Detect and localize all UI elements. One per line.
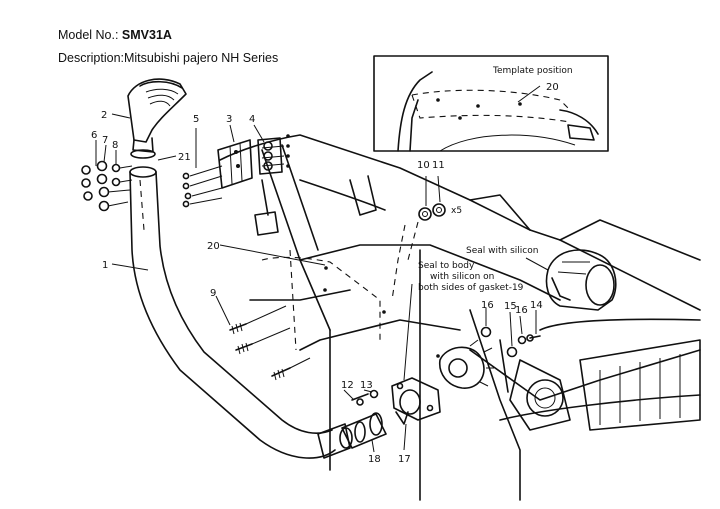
leader-lines xyxy=(95,113,537,453)
template-outline xyxy=(261,224,440,358)
part-label-3: 3 xyxy=(226,114,232,125)
flange-gasket xyxy=(391,339,509,425)
notes: Seal with silicon Seal to body with sili… xyxy=(418,206,538,293)
part-label-7: 7 xyxy=(102,135,108,146)
inset-template-box: Template position 20 xyxy=(373,55,609,152)
part-label-11: 11 xyxy=(432,160,445,171)
note-seal-body-3: both sides of gasket-19 xyxy=(418,283,524,293)
inset-part-label: 20 xyxy=(546,82,559,93)
description-line: Description:Mitsubishi pajero NH Series xyxy=(58,51,279,65)
model-value: SMV31A xyxy=(121,28,172,42)
studs-part-9 xyxy=(229,305,311,381)
air-ram xyxy=(525,249,617,311)
part-label-2: 2 xyxy=(101,110,107,121)
snorkel-body xyxy=(129,171,351,459)
fasteners-10-11 xyxy=(407,203,446,261)
model-number: Model No.: SMV31A xyxy=(58,28,172,42)
part-label-16b: 16 xyxy=(515,305,528,316)
part-label-17: 17 xyxy=(398,454,411,465)
inset-caption: Template position xyxy=(492,66,573,76)
part-label-8: 8 xyxy=(112,140,118,151)
fastener-stack-left xyxy=(81,160,133,212)
note-seal-body-2: with silicon on xyxy=(430,272,494,282)
part-label-5: 5 xyxy=(193,114,199,125)
part-label-13: 13 xyxy=(360,380,373,391)
fasteners-14-16 xyxy=(480,326,541,358)
note-seal-silicon: Seal with silicon xyxy=(466,246,538,256)
part-label-4: 4 xyxy=(249,114,255,125)
part-label-18: 18 xyxy=(368,454,381,465)
note-qty: x5 xyxy=(451,206,462,216)
upper-bracket xyxy=(182,134,290,236)
hose-adapter xyxy=(339,389,387,449)
part-label-9: 9 xyxy=(210,288,216,299)
part-label-1: 1 xyxy=(102,260,108,271)
part-label-21: 21 xyxy=(178,152,191,163)
part-label-12: 12 xyxy=(341,380,354,391)
part-labels: 2 21 1 20 3 4 5 6 7 8 9 10 11 12 13 14 1… xyxy=(91,110,543,465)
part-label-6: 6 xyxy=(91,130,97,141)
part-label-10: 10 xyxy=(417,160,430,171)
vehicle-body xyxy=(219,134,701,501)
model-label: Model No.: xyxy=(58,28,122,42)
part-label-20: 20 xyxy=(207,241,220,252)
part-label-16a: 16 xyxy=(481,300,494,311)
part-label-14: 14 xyxy=(530,300,543,311)
note-seal-body-1: Seal to body xyxy=(418,261,475,271)
part-label-15: 15 xyxy=(504,301,517,312)
